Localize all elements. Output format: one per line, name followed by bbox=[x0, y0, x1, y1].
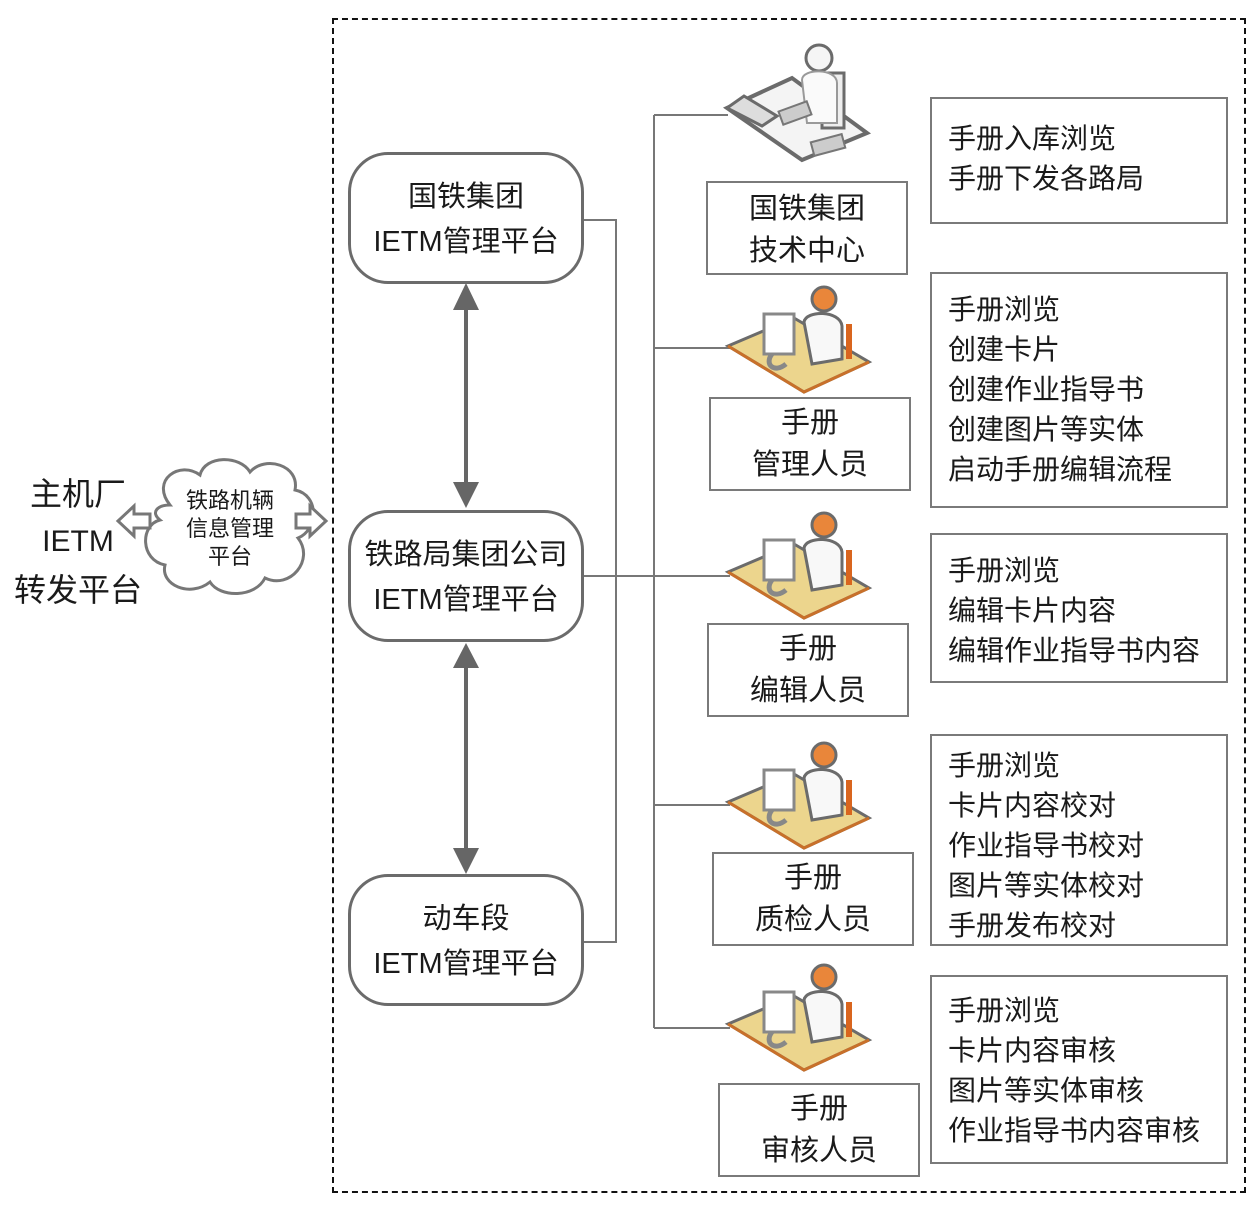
permissions-tech-center: 手册入库浏览 手册下发各路局 bbox=[930, 97, 1228, 224]
role-label-reviewer: 手册 审核人员 bbox=[718, 1083, 920, 1177]
arrow-top-middle bbox=[453, 283, 479, 508]
role-label-quality-inspector: 手册 质检人员 bbox=[712, 852, 914, 946]
platform-railway-bureau: 铁路局集团公司 IETM管理平台 bbox=[348, 510, 584, 642]
permissions-manual-editor: 手册浏览 编辑卡片内容 编辑作业指导书内容 bbox=[930, 533, 1228, 683]
cloud-shape bbox=[144, 458, 315, 595]
user-at-computer-icon bbox=[724, 511, 873, 620]
factory-forwarding-platform: 主机厂 IETM 转发平台 bbox=[13, 475, 142, 609]
permissions-reviewer: 手册浏览 卡片内容审核 图片等实体审核 作业指导书内容审核 bbox=[930, 975, 1228, 1164]
platform-group-hq: 国铁集团 IETM管理平台 bbox=[348, 152, 584, 284]
right-hollow-arrow-icon bbox=[294, 502, 329, 540]
role-label-manual-manager: 手册 管理人员 bbox=[709, 397, 911, 491]
permissions-manual-manager: 手册浏览 创建卡片 创建作业指导书 创建图片等实体 启动手册编辑流程 bbox=[930, 272, 1228, 508]
role-label-tech-center: 国铁集团 技术中心 bbox=[706, 181, 908, 275]
platform-emu-depot: 动车段 IETM管理平台 bbox=[348, 874, 584, 1006]
system-boundary bbox=[332, 18, 1246, 1193]
left-hollow-arrow-icon bbox=[115, 502, 152, 540]
user-at-computer-icon bbox=[724, 285, 873, 394]
arrow-middle-bottom bbox=[453, 643, 479, 874]
permissions-quality-inspector: 手册浏览 卡片内容校对 作业指导书校对 图片等实体校对 手册发布校对 bbox=[930, 734, 1228, 946]
technician-workstation-icon bbox=[722, 43, 872, 163]
user-at-computer-icon bbox=[724, 963, 873, 1072]
connector-top-platform bbox=[584, 219, 617, 943]
railway-vehicle-info-platform: 铁路机辆 信息管理 平台 bbox=[185, 489, 274, 570]
user-at-computer-icon bbox=[724, 741, 873, 850]
role-label-manual-editor: 手册 编辑人员 bbox=[707, 623, 909, 717]
